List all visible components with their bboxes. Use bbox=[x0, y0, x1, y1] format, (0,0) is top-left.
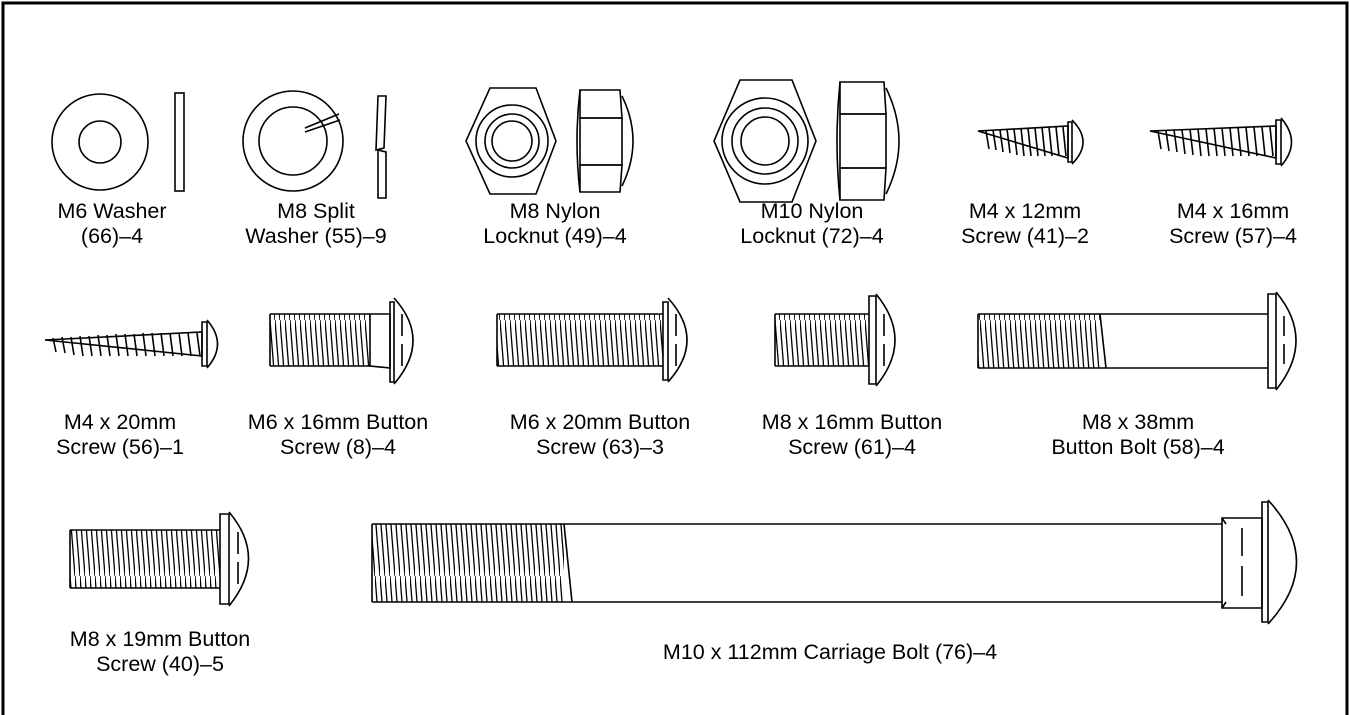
m4x20-screw-illustration bbox=[44, 319, 219, 369]
label-line: (66)–4 bbox=[80, 224, 144, 248]
label-line: M6 x 20mm Button bbox=[509, 410, 691, 434]
label-m6x16-button-screw: M6 x 16mm Button Screw (8)–4 bbox=[248, 410, 428, 460]
label-m8-nylon-locknut: M8 Nylon Locknut (49)–4 bbox=[483, 199, 626, 249]
label-line: Screw (57)–4 bbox=[1169, 224, 1297, 248]
label-line: M8 Nylon bbox=[509, 199, 601, 223]
m8x38-button-bolt-illustration bbox=[977, 291, 1297, 391]
label-line: Button Bolt (58)–4 bbox=[1051, 435, 1225, 459]
label-m4x16-screw: M4 x 16mm Screw (57)–4 bbox=[1169, 199, 1297, 249]
m8-nylon-locknut-illustration bbox=[465, 87, 634, 195]
label-line: M4 x 16mm bbox=[1176, 199, 1290, 223]
label-line: M4 x 20mm bbox=[63, 410, 177, 434]
label-m6x20-button-screw: M6 x 20mm Button Screw (63)–3 bbox=[510, 410, 690, 460]
m4x12-screw-illustration bbox=[977, 119, 1084, 165]
label-line: M10 Nylon bbox=[760, 199, 864, 223]
label-line: M8 x 16mm Button bbox=[761, 410, 943, 434]
label-line: M4 x 12mm bbox=[968, 199, 1082, 223]
label-line: Screw (40)–5 bbox=[96, 652, 224, 676]
label-m8x38-button-bolt: M8 x 38mm Button Bolt (58)–4 bbox=[1051, 410, 1224, 460]
m8x19-button-screw-illustration bbox=[69, 511, 250, 607]
label-line: Washer (55)–9 bbox=[245, 224, 387, 248]
m4x16-screw-illustration bbox=[1149, 117, 1293, 167]
label-m6-washer: M6 Washer (66)–4 bbox=[57, 199, 166, 249]
label-line: M10 x 112mm Carriage Bolt (76)–4 bbox=[662, 640, 998, 664]
label-m8-split-washer: M8 Split Washer (55)–9 bbox=[245, 199, 386, 249]
m8-split-washer-illustration bbox=[242, 90, 387, 199]
label-line: Screw (8)–4 bbox=[280, 435, 396, 459]
label-m10x112-carriage-bolt: M10 x 112mm Carriage Bolt (76)–4 bbox=[663, 640, 997, 665]
label-line: M8 x 38mm bbox=[1081, 410, 1195, 434]
label-line: Screw (56)–1 bbox=[56, 435, 184, 459]
label-m8x16-button-screw: M8 x 16mm Button Screw (61)–4 bbox=[762, 410, 942, 460]
m10-nylon-locknut-illustration bbox=[713, 79, 900, 203]
m6-washer-illustration bbox=[51, 92, 185, 192]
label-line: M6 Washer bbox=[57, 199, 167, 223]
m6x16-button-screw-illustration bbox=[269, 297, 414, 385]
label-line: Locknut (49)–4 bbox=[483, 224, 627, 248]
label-m4x12-screw: M4 x 12mm Screw (41)–2 bbox=[961, 199, 1089, 249]
label-line: Locknut (72)–4 bbox=[740, 224, 884, 248]
label-line: M8 x 19mm Button bbox=[69, 627, 251, 651]
m8x16-button-screw-illustration bbox=[774, 293, 896, 387]
m6x20-button-screw-illustration bbox=[496, 297, 688, 383]
label-line: M6 x 16mm Button bbox=[247, 410, 429, 434]
label-m8x19-button-screw: M8 x 19mm Button Screw (40)–5 bbox=[70, 627, 250, 677]
label-line: Screw (61)–4 bbox=[788, 435, 916, 459]
label-line: M8 Split bbox=[277, 199, 355, 223]
label-line: Screw (41)–2 bbox=[961, 224, 1089, 248]
m10x112-carriage-bolt-illustration bbox=[371, 499, 1298, 625]
label-m10-nylon-locknut: M10 Nylon Locknut (72)–4 bbox=[740, 199, 883, 249]
label-line: Screw (63)–3 bbox=[536, 435, 664, 459]
label-m4x20-screw: M4 x 20mm Screw (56)–1 bbox=[56, 410, 184, 460]
